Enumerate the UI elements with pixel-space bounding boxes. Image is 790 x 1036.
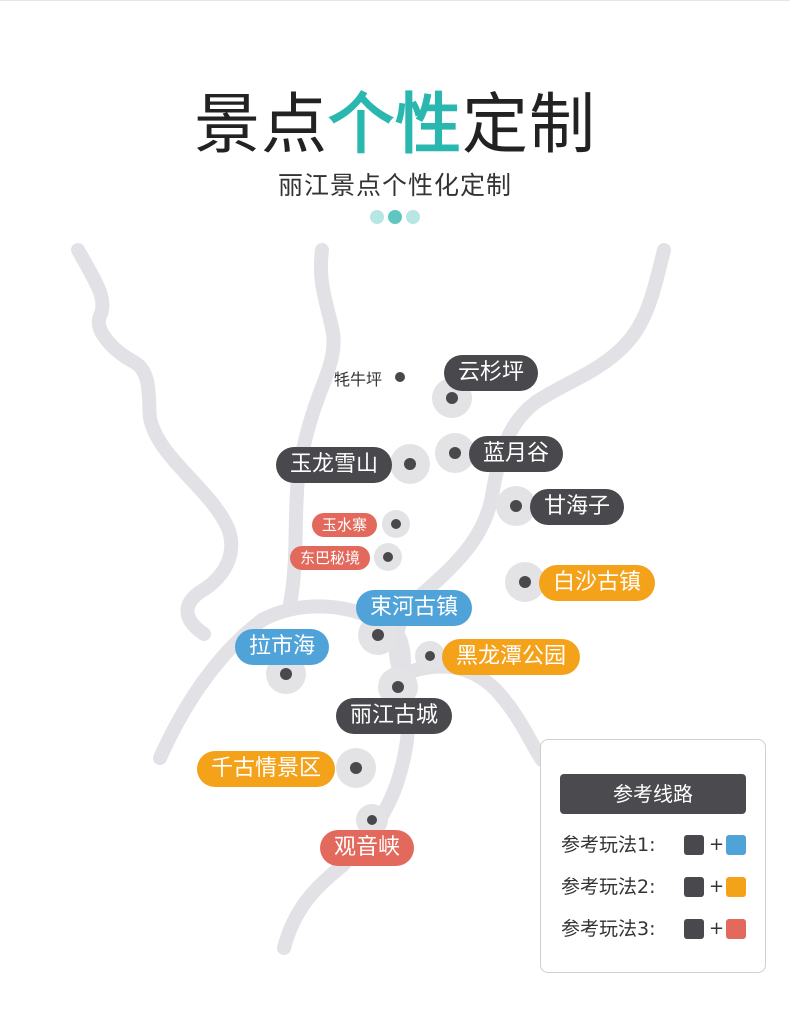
marker-guanyinxia	[356, 804, 388, 836]
place-label-lashihai[interactable]: 拉市海	[235, 629, 330, 665]
legend-row-1-base-swatch	[684, 835, 704, 855]
marker-lijianggucheng	[378, 667, 418, 707]
marker-heilongtan	[415, 641, 445, 671]
legend-title: 参考线路	[560, 774, 746, 814]
title-highlight: 个性	[328, 86, 462, 163]
legend-row-2-plus: +	[709, 876, 725, 897]
title-part-1: 景点	[194, 86, 328, 163]
legend-row-3-base-swatch	[684, 919, 704, 939]
place-label-ganhaizi[interactable]: 甘海子	[530, 489, 625, 525]
road-center-north	[283, 243, 341, 611]
place-label-guanyinxia[interactable]: 观音峡	[320, 830, 415, 866]
legend-row-3: 参考玩法3: +	[561, 916, 751, 942]
legend-row-2: 参考玩法2: +	[561, 874, 751, 900]
marker-qianguqingjingqu	[336, 748, 376, 788]
page-subtitle: 丽江景点个性化定制	[277, 171, 512, 200]
map-markers	[266, 372, 545, 836]
place-label-baishaguzhen[interactable]: 白沙古镇	[539, 565, 656, 601]
legend-row-2-label: 参考玩法2:	[561, 876, 656, 898]
legend-row-1-color-swatch	[726, 835, 746, 855]
marker-yulongxueshan	[390, 444, 430, 484]
place-label-lanyuegu[interactable]: 蓝月谷	[469, 436, 564, 472]
marker-lanyuegu	[435, 433, 475, 473]
place-label-qianguqingjingqu[interactable]: 千古情景区	[197, 751, 336, 787]
place-label-shuheguzhen[interactable]: 束河古镇	[356, 590, 473, 626]
legend-row-1-plus: +	[709, 834, 725, 855]
road-west-ridge	[71, 243, 239, 641]
place-label-heilongtan[interactable]: 黑龙潭公园	[442, 639, 581, 675]
dot-1	[370, 210, 384, 224]
place-label-yunshanping[interactable]: 云杉坪	[444, 355, 539, 391]
marker-dongbamijing	[374, 543, 402, 571]
marker-yushuizhai	[382, 510, 410, 538]
place-label-yushuizhai[interactable]: 玉水寨	[312, 513, 378, 537]
place-label-yulongxueshan[interactable]: 玉龙雪山	[276, 447, 393, 483]
marker-ganhaizi	[496, 486, 536, 526]
pagination-dots	[0, 210, 790, 224]
marker-baishaguzhen	[505, 562, 545, 602]
place-label-dongbamijing[interactable]: 东巴秘境	[290, 546, 371, 570]
legend-row-3-label: 参考玩法3:	[561, 918, 656, 940]
title-part-2: 定制	[462, 86, 596, 163]
route-legend: 参考线路 参考玩法1: + 参考玩法2: + 参考玩法3: +	[540, 739, 766, 973]
marker-maoniuping	[395, 372, 405, 382]
legend-row-1-label: 参考玩法1:	[561, 834, 656, 856]
legend-row-2-color-swatch	[726, 877, 746, 897]
page-title: 景点个性定制	[0, 80, 790, 170]
legend-row-3-plus: +	[709, 918, 725, 939]
legend-row-1: 参考玩法1: +	[561, 832, 751, 858]
place-label-lijianggucheng[interactable]: 丽江古城	[336, 698, 453, 734]
place-label-maoniuping: 牦牛坪	[334, 370, 383, 389]
dot-2	[388, 210, 402, 224]
dot-3	[406, 210, 420, 224]
legend-row-2-base-swatch	[684, 877, 704, 897]
legend-row-3-color-swatch	[726, 919, 746, 939]
top-divider	[0, 0, 790, 1]
